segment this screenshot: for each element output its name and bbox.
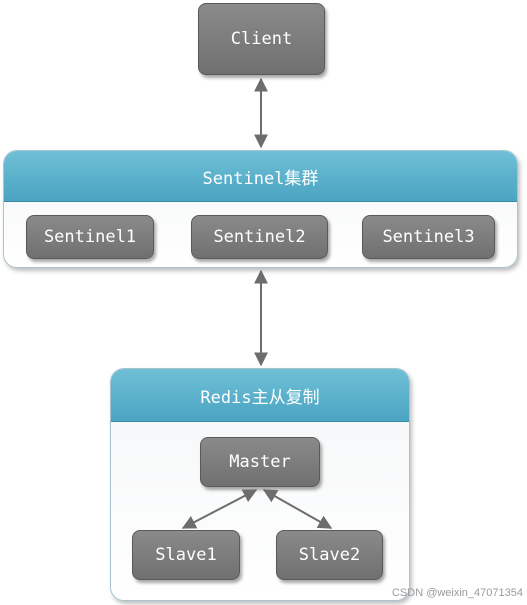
- master-node: Master: [200, 437, 320, 487]
- master-label: Master: [229, 452, 291, 472]
- csdn-watermark: CSDN @weixin_47071354: [391, 587, 523, 599]
- replication-title: Redis主从复制: [200, 387, 320, 408]
- slave-label: Slave1: [155, 545, 217, 565]
- replication-header: Redis主从复制: [111, 369, 409, 422]
- master-slave2-arrow: [262, 489, 333, 529]
- sentinel-node-3: Sentinel3: [362, 215, 495, 259]
- slave-label: Slave2: [298, 545, 361, 565]
- sentinel-node-label: Sentinel2: [213, 227, 306, 247]
- sentinel-cluster-header: Sentinel集群: [4, 151, 517, 202]
- client-node: Client: [198, 3, 325, 75]
- master-slave1-arrow: [181, 489, 258, 529]
- sentinel-node-1: Sentinel1: [26, 215, 154, 259]
- slave-node-2: Slave2: [276, 530, 383, 580]
- slave-node-1: Slave1: [132, 530, 240, 580]
- sentinel-node-2: Sentinel2: [191, 215, 328, 259]
- sentinel-node-label: Sentinel1: [43, 227, 137, 247]
- client-label: Client: [230, 29, 293, 49]
- sentinel-node-label: Sentinel3: [382, 227, 475, 247]
- sentinel-cluster-title: Sentinel集群: [202, 168, 319, 189]
